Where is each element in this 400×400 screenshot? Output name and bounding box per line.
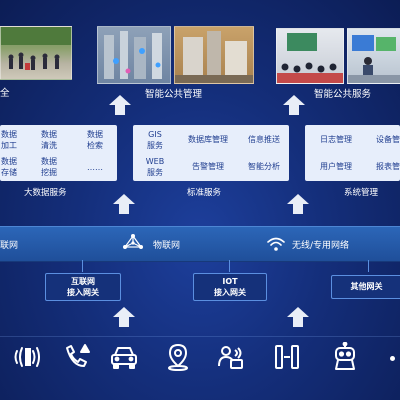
up-arrow-icon xyxy=(109,95,131,115)
network-iot-label: 物联网 xyxy=(153,241,181,251)
robot-icon xyxy=(330,341,360,372)
cell-more: …… xyxy=(87,163,103,172)
gateway-internet-label: 互联网 接入网关 xyxy=(67,277,99,297)
cell-data-processing: 数据 加工 xyxy=(1,130,17,150)
device-icon-divider xyxy=(0,336,400,337)
card-reader-icon xyxy=(215,342,245,372)
car-icon xyxy=(109,342,139,372)
photo-classroom xyxy=(276,28,344,84)
photo-machinery xyxy=(174,26,254,84)
location-pin-icon xyxy=(163,342,193,372)
network-internet-label: 联网 xyxy=(0,241,19,251)
panel-system xyxy=(305,125,400,181)
connector-line xyxy=(82,260,83,272)
gateway-iot: IOT 接入网关 xyxy=(193,273,267,301)
cell-device-management: 设备管 xyxy=(376,135,400,144)
photo-crowd xyxy=(0,26,72,80)
cell-data-mining: 数据 挖掘 xyxy=(41,157,57,177)
label-standard-service: 标准服务 xyxy=(187,188,222,198)
network-band xyxy=(0,226,400,262)
cell-report-management: 报表管 xyxy=(376,162,400,171)
up-arrow-icon xyxy=(283,95,305,115)
cell-web-service: WEB 服务 xyxy=(145,157,165,177)
label-system-management: 系统管理 xyxy=(344,188,379,198)
wifi-icon xyxy=(266,236,286,252)
photo-service-desk xyxy=(347,28,400,84)
up-arrow-icon xyxy=(287,307,309,327)
turnstile-icon xyxy=(272,342,302,372)
panel-bigdata xyxy=(0,125,117,181)
gateway-other: 其他网关 xyxy=(331,275,400,299)
cell-gis-service: GIS 服务 xyxy=(147,130,163,150)
connector-line xyxy=(368,260,369,272)
dot-indicator xyxy=(390,356,395,361)
panel-standard xyxy=(133,125,289,181)
cell-info-push: 信息推送 xyxy=(248,135,280,144)
rfid-wave-icon xyxy=(12,342,42,372)
cell-data-storage: 数据 存储 xyxy=(1,157,17,177)
cell-database-management: 数据库管理 xyxy=(188,135,228,144)
cell-user-management: 用户管理 xyxy=(320,162,352,171)
up-arrow-icon xyxy=(113,307,135,327)
caption-left: 全 xyxy=(0,88,10,99)
caption-public-management: 智能公共管理 xyxy=(145,89,203,100)
up-arrow-icon xyxy=(113,194,135,214)
photo-industrial xyxy=(97,26,171,84)
cell-data-search: 数据 检索 xyxy=(87,130,103,150)
connector-line xyxy=(229,260,230,272)
phone-alarm-icon xyxy=(62,342,92,372)
caption-public-service: 智能公共服务 xyxy=(314,89,372,100)
gateway-other-label: 其他网关 xyxy=(350,282,383,291)
up-arrow-icon xyxy=(287,194,309,214)
cell-log-management: 日志管理 xyxy=(320,135,352,144)
gateway-iot-label: IOT 接入网关 xyxy=(214,277,246,297)
network-wireless-label: 无线/专用网络 xyxy=(292,241,350,251)
label-bigdata-service: 大数据服务 xyxy=(24,188,67,198)
cell-smart-analysis: 智能分析 xyxy=(248,162,280,171)
gateway-internet: 互联网 接入网关 xyxy=(45,273,121,301)
network-topology-icon xyxy=(122,233,144,253)
cell-alarm-management: 告警管理 xyxy=(192,162,224,171)
cell-data-cleaning: 数据 清洗 xyxy=(41,130,57,150)
